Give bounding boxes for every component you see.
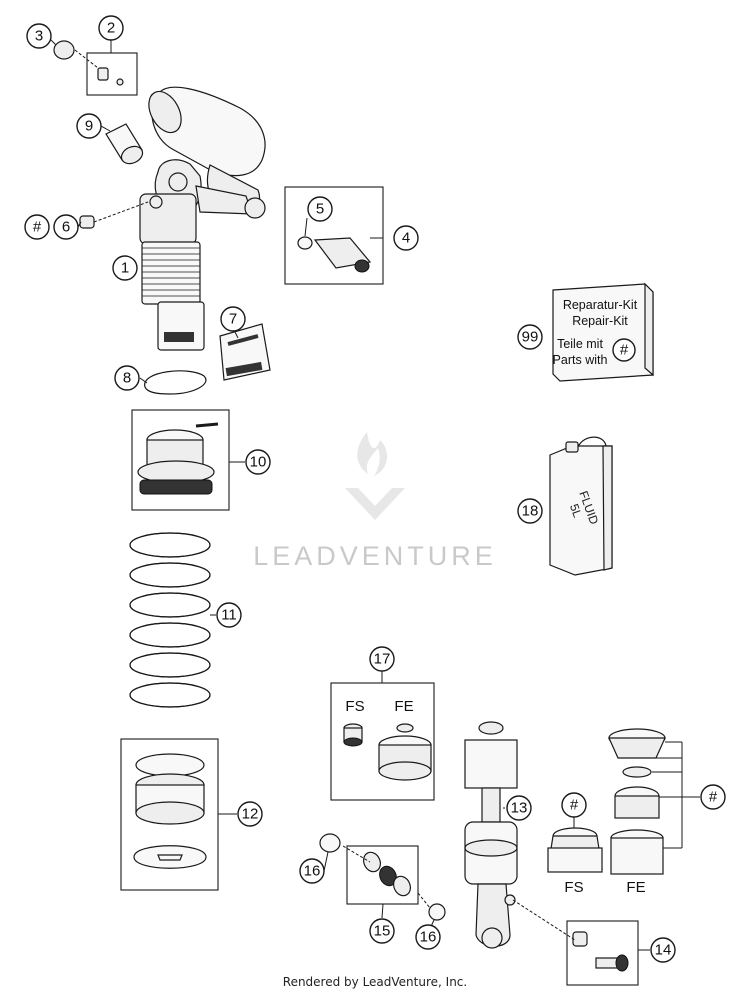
callout-1-circle — [112, 255, 138, 281]
part-18-fluid-canister: FLUID 5L — [549, 436, 613, 576]
kit-line4: Parts with — [553, 353, 608, 367]
callout-18-circle — [517, 498, 543, 524]
callout-8-circle — [114, 365, 140, 391]
part-17-pistons — [343, 723, 432, 781]
part-16-seal-left — [319, 833, 341, 853]
part-17-fs-label: FS — [345, 698, 364, 715]
callout-4-circle — [393, 225, 419, 251]
callout-3: 3 — [35, 28, 43, 45]
callout-11-circle — [216, 602, 242, 628]
callout-hash-2: # — [570, 797, 579, 814]
part-11-spring — [129, 532, 211, 708]
part-4-box — [284, 186, 384, 285]
kit-line1: Reparatur-Kit — [563, 298, 638, 312]
callout-13-circle — [506, 795, 532, 821]
part-3-cap — [53, 40, 75, 60]
callout-hash-3-circle — [700, 784, 726, 810]
callout-16-right-circle — [415, 924, 441, 950]
kit-mark: # — [620, 342, 629, 359]
callout-2: 2 — [107, 20, 115, 37]
callout-15: 15 — [374, 923, 391, 940]
callout-5-circle — [307, 196, 333, 222]
part-99-repair-kit: Reparatur-Kit Repair-Kit Teile mit Parts… — [552, 282, 654, 382]
callout-16-left: 16 — [304, 863, 321, 880]
callout-14: 14 — [655, 942, 672, 959]
callout-hash-1-circle — [24, 214, 50, 240]
part-10-box — [131, 409, 230, 511]
callout-2-circle — [98, 15, 124, 41]
callout-6-circle — [53, 214, 79, 240]
footer-credit: Rendered by LeadVenture, Inc. — [282, 975, 468, 989]
callout-99: 99 — [522, 329, 539, 346]
callout-6: 6 — [62, 219, 70, 236]
variant-fe-label: FE — [626, 879, 645, 896]
callout-12: 12 — [242, 806, 259, 823]
kit-line2: Repair-Kit — [572, 314, 628, 328]
callout-hash-3: # — [709, 789, 718, 806]
part-13-damper-rod — [464, 721, 518, 949]
callout-12-circle — [237, 801, 263, 827]
callout-1: 1 — [121, 260, 129, 277]
callout-13: 13 — [511, 800, 528, 817]
part-4-valve — [297, 236, 372, 273]
callout-18: 18 — [522, 503, 539, 520]
callout-10-circle — [245, 449, 271, 475]
part-6-screw — [79, 215, 95, 229]
callout-16-right: 16 — [420, 929, 437, 946]
part-7-label-sticker — [219, 323, 271, 381]
callout-15-circle — [369, 918, 395, 944]
callout-14-circle — [650, 937, 676, 963]
part-2-fitting — [97, 67, 124, 86]
callout-9: 9 — [85, 118, 93, 135]
callout-99-circle — [517, 324, 543, 350]
callout-7: 7 — [229, 311, 237, 328]
callout-hash-1: # — [33, 219, 42, 236]
part-17-fe-label: FE — [394, 698, 413, 715]
part-14-box — [566, 920, 639, 986]
part-10-spring-seat — [137, 422, 219, 495]
leadventure-watermark-logo — [345, 432, 405, 520]
part-8-circlip — [144, 370, 207, 395]
callout-16-left-circle — [299, 858, 325, 884]
callout-3-circle — [26, 23, 52, 49]
callout-9-circle — [76, 113, 102, 139]
callout-5: 5 — [316, 201, 324, 218]
part-16-seal-right — [428, 903, 446, 921]
variant-fs-part — [547, 827, 603, 873]
part-9-bushing — [105, 123, 144, 165]
callout-10: 10 — [250, 454, 267, 471]
part-2-box — [86, 52, 138, 96]
callout-4: 4 — [402, 230, 410, 247]
damper-body — [139, 193, 205, 351]
callout-11: 11 — [221, 607, 237, 624]
part-14-valve-screw — [572, 931, 629, 972]
kit-mark-circle — [612, 338, 636, 362]
callout-17: 17 — [374, 651, 391, 668]
fluid-volume: 5L — [567, 502, 585, 520]
callout-7-circle — [220, 306, 246, 332]
callout-8: 8 — [123, 370, 131, 387]
watermark-text: LEADVENTURE — [253, 541, 497, 571]
part-12-retainer — [133, 753, 207, 869]
part-15-bearings — [363, 851, 411, 897]
callout-17-circle — [369, 646, 395, 672]
callout-hash-2-circle — [561, 792, 587, 818]
reservoir-assembly — [148, 86, 266, 219]
variant-fe-parts — [608, 728, 666, 875]
callouts: 2 3 9 # 6 5 4 1 7 8 10 11 12 17 13 # # — [24, 15, 726, 963]
variant-fs-label: FS — [564, 879, 583, 896]
kit-line3: Teile mit — [557, 337, 603, 351]
